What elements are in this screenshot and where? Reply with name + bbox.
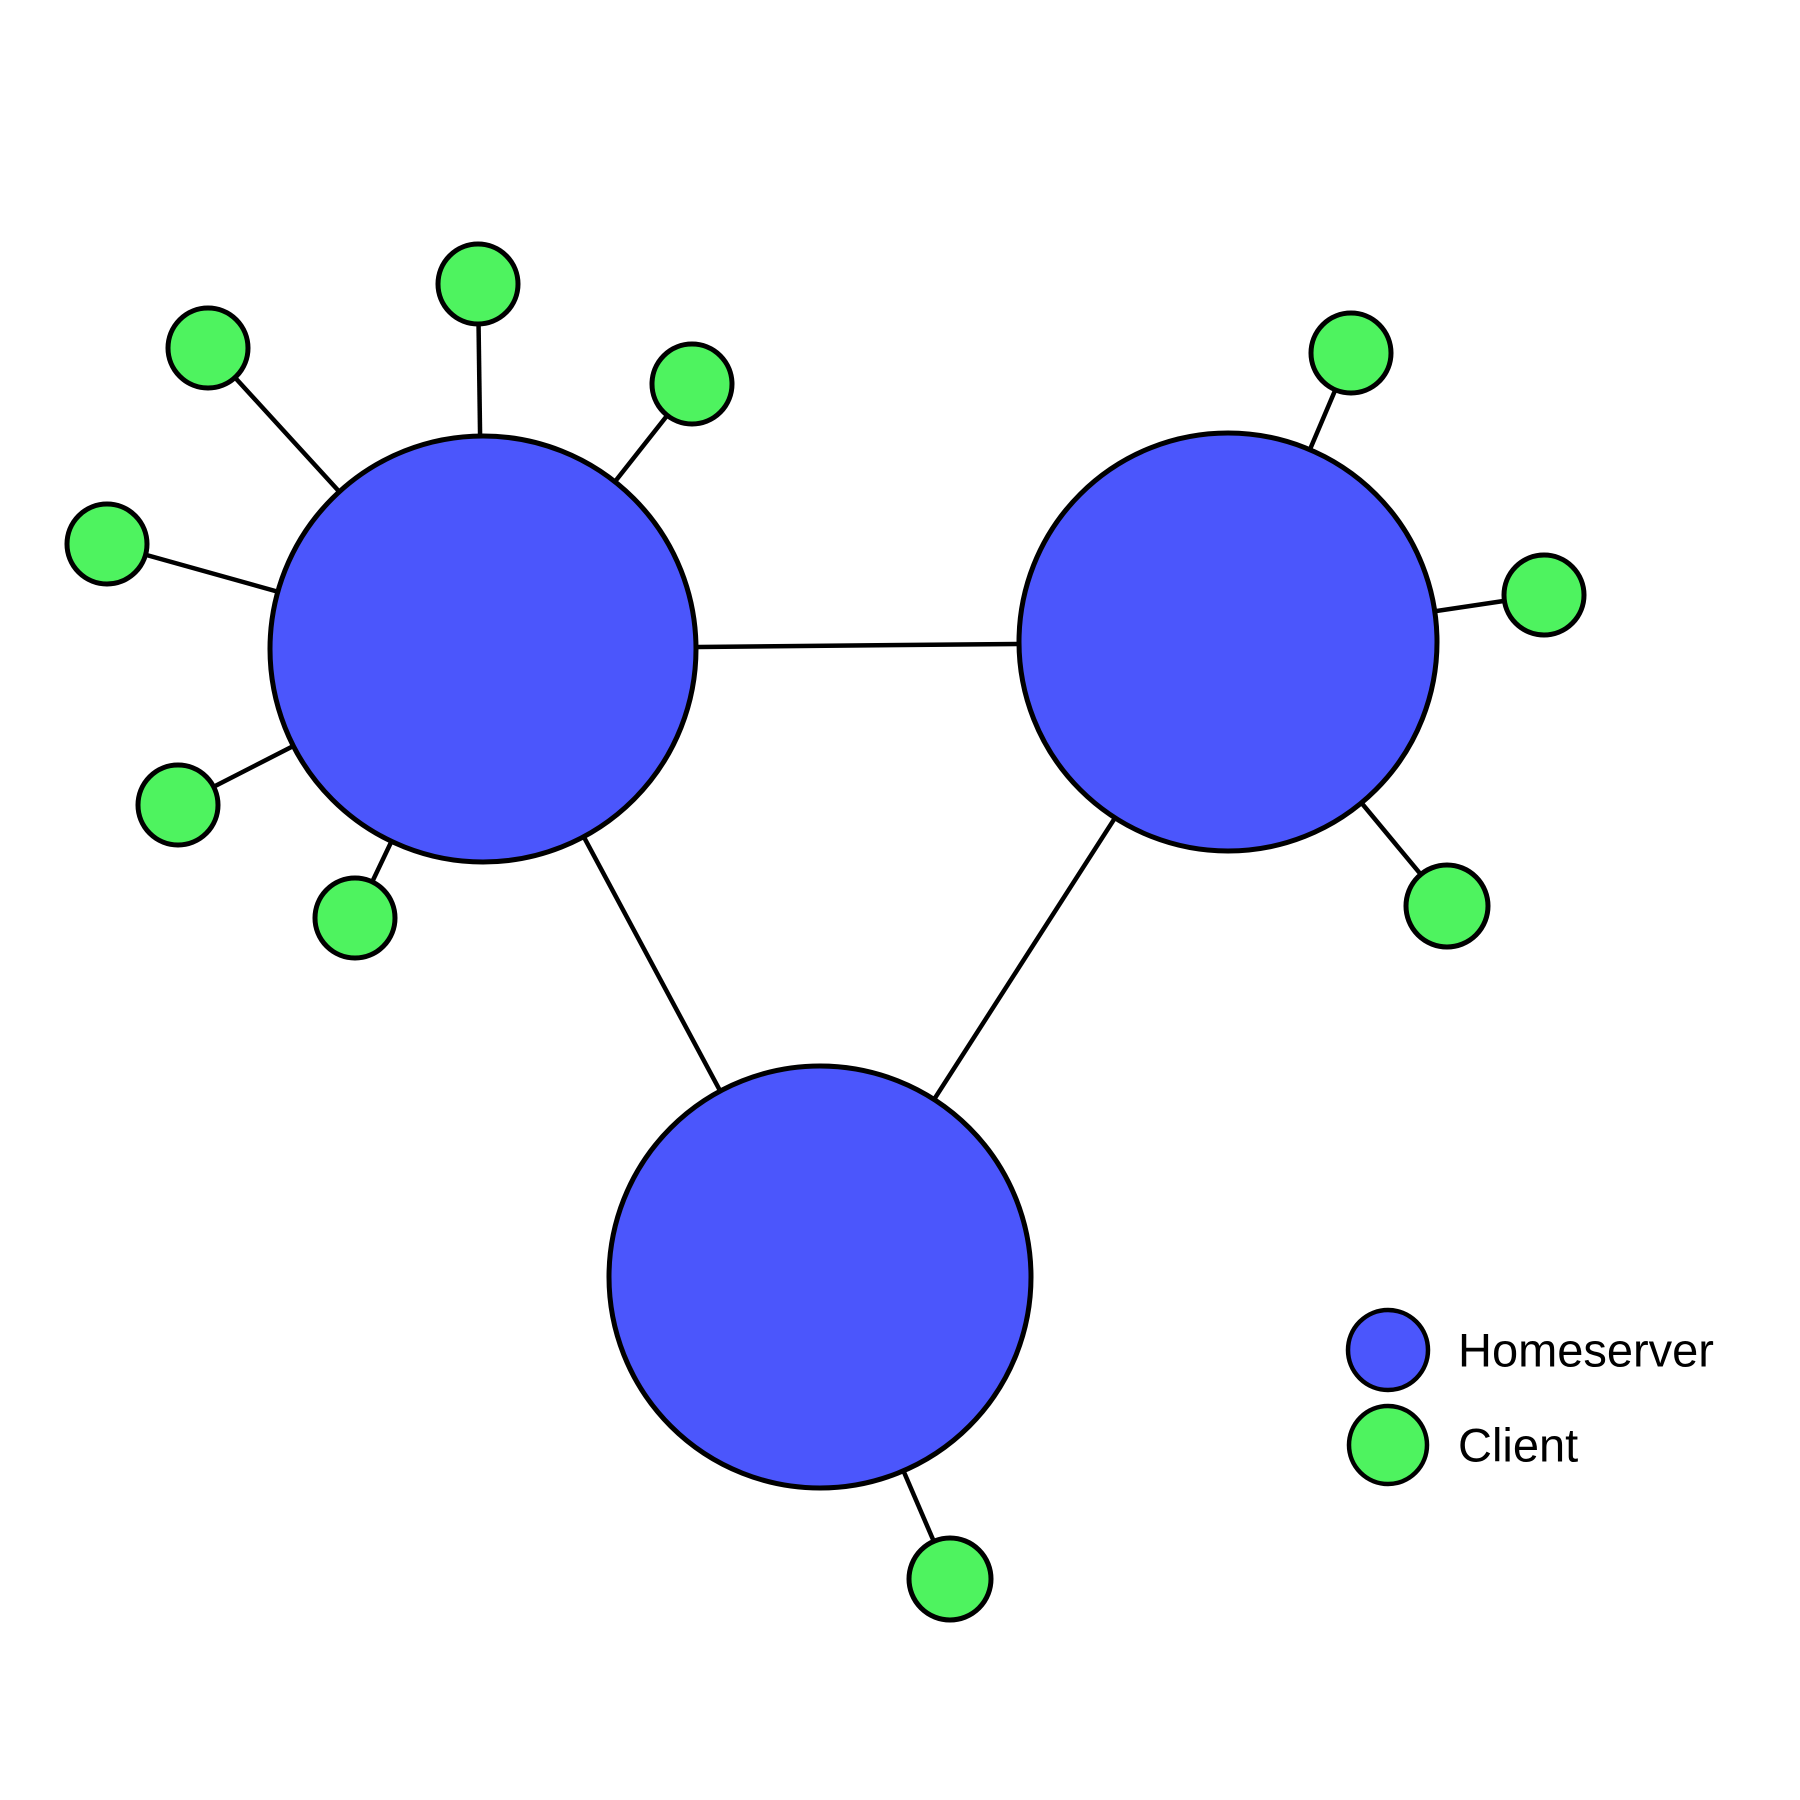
legend-client-swatch bbox=[1346, 1403, 1430, 1487]
legend-homeserver-swatch bbox=[1345, 1307, 1431, 1393]
homeserver-node-hs2 bbox=[1016, 430, 1440, 854]
client-node-c9 bbox=[1403, 862, 1491, 950]
client-node-c10 bbox=[906, 1535, 994, 1623]
homeserver-node-hs3 bbox=[606, 1063, 1034, 1491]
client-node-c7 bbox=[1308, 310, 1394, 396]
client-node-c2 bbox=[435, 241, 521, 327]
client-node-c4 bbox=[64, 501, 150, 587]
legend-client-label: Client bbox=[1458, 1419, 1578, 1472]
client-node-c6 bbox=[312, 875, 398, 961]
client-node-c8 bbox=[1501, 552, 1587, 638]
legend: Homeserver Client bbox=[1345, 1307, 1714, 1487]
client-node-c5 bbox=[135, 762, 221, 848]
legend-homeserver-label: Homeserver bbox=[1458, 1324, 1714, 1377]
client-node-c3 bbox=[649, 341, 735, 427]
nodes-layer bbox=[64, 241, 1587, 1623]
client-node-c1 bbox=[165, 305, 251, 391]
homeserver-node-hs1 bbox=[267, 433, 699, 865]
